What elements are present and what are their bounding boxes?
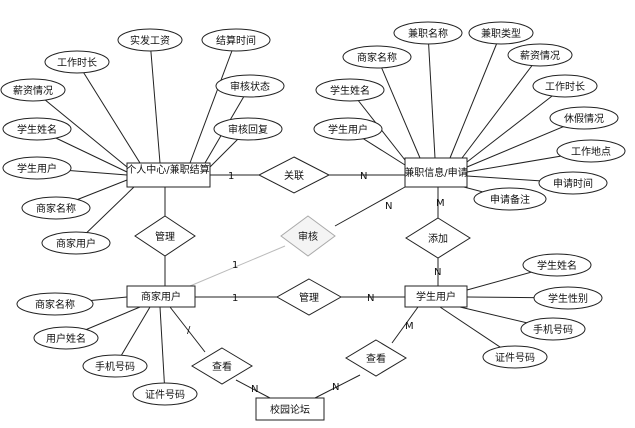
relationship-manage-mid-label: 管理 — [299, 291, 319, 304]
entity-forum-label: 校园论坛 — [270, 403, 310, 416]
entity-job-info[interactable]: 兼职信息/申请 — [404, 157, 468, 188]
relationship-view-left[interactable]: 查看 — [191, 347, 253, 385]
card-view-right-top: M — [405, 321, 414, 332]
relationship-review-label: 审核 — [298, 230, 318, 243]
attr-pc-review-reply[interactable]: 审核回复 — [213, 117, 283, 141]
relationship-manage-left[interactable]: 管理 — [134, 215, 196, 257]
entity-personal-center-label: 个人中心/兼职结算 — [126, 163, 209, 176]
attr-job-location[interactable]: 工作地点 — [556, 139, 626, 163]
entity-job-info-label: 兼职信息/申请 — [404, 166, 467, 179]
entity-student[interactable]: 学生用户 — [404, 285, 468, 308]
attr-merchant-phone-label: 手机号码 — [95, 360, 135, 373]
card-manage-left: 1 — [232, 293, 238, 304]
attr-student-name[interactable]: 学生姓名 — [522, 253, 592, 277]
attr-job-merchant-name-label: 商家名称 — [357, 51, 397, 64]
attr-pc-settle-time[interactable]: 结算时间 — [201, 28, 271, 52]
attr-job-student-name[interactable]: 学生姓名 — [315, 78, 385, 102]
entity-forum[interactable]: 校园论坛 — [255, 397, 325, 421]
entity-merchant-label: 商家用户 — [141, 290, 181, 303]
attr-pc-work-hours-label: 工作时长 — [57, 57, 97, 69]
attr-pc-student-name[interactable]: 学生姓名 — [2, 117, 72, 141]
card-link-left: 1 — [228, 171, 234, 182]
attr-pc-merchant-name[interactable]: 商家名称 — [21, 196, 91, 220]
relationship-link-label: 关联 — [284, 169, 304, 182]
attr-merchant-name[interactable]: 商家名称 — [16, 292, 94, 316]
relationship-manage-mid[interactable]: 管理 — [275, 278, 343, 316]
attr-student-phone-label: 手机号码 — [533, 323, 573, 336]
relationship-manage-left-label: 管理 — [155, 230, 175, 243]
card-link-right: N — [360, 171, 367, 182]
relationship-view-right-label: 查看 — [366, 352, 386, 365]
relationship-view-left-label: 查看 — [212, 360, 232, 373]
attr-merchant-user-name-label: 用户姓名 — [46, 332, 86, 345]
attr-student-name-label: 学生姓名 — [537, 259, 577, 272]
card-review-right: N — [385, 201, 392, 212]
attr-pc-salary-label: 薪资情况 — [13, 84, 53, 97]
attr-pc-actual-wage-label: 实发工资 — [130, 34, 170, 47]
attr-job-name-label: 兼职名称 — [408, 27, 448, 40]
attr-job-merchant-name[interactable]: 商家名称 — [342, 45, 412, 69]
attr-pc-review-reply-label: 审核回复 — [228, 123, 268, 136]
attr-pc-work-hours[interactable]: 工作时长 — [44, 50, 110, 74]
attr-pc-student-user-label: 学生用户 — [17, 162, 57, 175]
attr-pc-review-status[interactable]: 审核状态 — [215, 74, 285, 98]
card-add-top: M — [436, 198, 445, 209]
attr-pc-student-user[interactable]: 学生用户 — [2, 156, 72, 180]
attr-merchant-id-number[interactable]: 证件号码 — [132, 382, 198, 406]
attr-job-salary-label: 薪资情况 — [520, 49, 560, 62]
attr-pc-merchant-user-label: 商家用户 — [56, 237, 96, 250]
attr-job-leave-label: 休假情况 — [564, 112, 604, 125]
attr-pc-merchant-name-label: 商家名称 — [36, 202, 76, 215]
entity-personal-center[interactable]: 个人中心/兼职结算 — [126, 162, 211, 188]
attr-job-type-label: 兼职类型 — [481, 27, 521, 40]
card-manage-right: N — [367, 293, 374, 304]
attr-job-name[interactable]: 兼职名称 — [393, 21, 463, 45]
attr-merchant-name-label: 商家名称 — [35, 298, 75, 311]
attr-job-apply-time-label: 申请时间 — [553, 177, 593, 190]
attr-merchant-id-number-label: 证件号码 — [145, 389, 185, 401]
attr-pc-settle-time-label: 结算时间 — [216, 34, 256, 47]
attr-student-phone[interactable]: 手机号码 — [520, 317, 586, 341]
entity-student-label: 学生用户 — [416, 290, 456, 303]
attr-student-id-number-label: 证件号码 — [495, 352, 535, 364]
attr-pc-salary[interactable]: 薪资情况 — [0, 78, 66, 102]
card-add-bottom: N — [434, 267, 441, 278]
relationship-review[interactable]: 审核 — [280, 215, 336, 257]
relationship-view-right[interactable]: 查看 — [345, 339, 407, 377]
attr-job-apply-note[interactable]: 申请备注 — [473, 187, 547, 211]
attr-pc-review-status-label: 审核状态 — [230, 80, 270, 93]
edges — [32, 32, 592, 399]
attr-job-apply-note-label: 申请备注 — [490, 193, 530, 206]
attr-job-student-user[interactable]: 学生用户 — [313, 117, 383, 141]
relationship-link[interactable]: 关联 — [257, 156, 331, 194]
attr-student-gender[interactable]: 学生性别 — [533, 286, 603, 310]
attr-job-apply-time[interactable]: 申请时间 — [538, 171, 608, 195]
attr-job-work-hours[interactable]: 工作时长 — [532, 74, 598, 98]
attr-student-gender-label: 学生性别 — [548, 292, 588, 305]
attr-pc-merchant-user[interactable]: 商家用户 — [41, 231, 111, 255]
attr-pc-actual-wage[interactable]: 实发工资 — [117, 28, 183, 52]
attr-merchant-phone[interactable]: 手机号码 — [82, 354, 148, 378]
card-view-left-bottom: N — [251, 384, 258, 395]
attr-job-type[interactable]: 兼职类型 — [468, 21, 534, 45]
attr-job-student-user-label: 学生用户 — [328, 123, 368, 136]
card-view-right-bottom: N — [332, 382, 339, 393]
attr-job-leave[interactable]: 休假情况 — [549, 106, 619, 130]
attr-pc-student-name-label: 学生姓名 — [17, 123, 57, 136]
card-view-left-top: / — [187, 325, 191, 336]
relationship-add-label: 添加 — [428, 232, 448, 245]
relationship-add[interactable]: 添加 — [405, 217, 471, 259]
card-review-left: 1 — [232, 260, 238, 271]
attr-job-salary[interactable]: 薪资情况 — [507, 43, 573, 67]
attr-job-student-name-label: 学生姓名 — [330, 84, 370, 97]
attr-merchant-user-name[interactable]: 用户姓名 — [33, 326, 99, 350]
attr-job-work-hours-label: 工作时长 — [545, 81, 585, 93]
attr-job-location-label: 工作地点 — [571, 145, 611, 158]
entity-merchant[interactable]: 商家用户 — [126, 285, 196, 308]
attr-student-id-number[interactable]: 证件号码 — [482, 345, 548, 369]
